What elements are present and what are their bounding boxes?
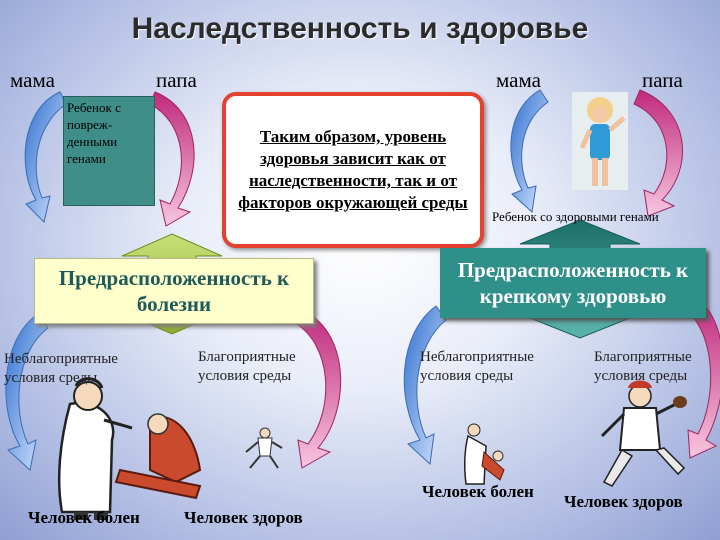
right-favorable-conditions: Благоприятные условия среды xyxy=(594,349,692,384)
baseball-player-clipart xyxy=(600,380,687,487)
disease-predisposition-banner: Предрасположенность к болезни xyxy=(34,258,314,324)
dad-label-left: папа xyxy=(156,68,197,92)
blue-curved-arrow-icon xyxy=(24,91,67,223)
left-unfavorable-conditions: Неблагоприятные условия среды xyxy=(4,351,118,386)
blue-curved-arrow-icon xyxy=(5,313,49,471)
left-favorable-conditions: Благоприятные условия среды xyxy=(198,349,296,384)
blue-curved-arrow-icon xyxy=(510,89,549,213)
left-outcome-healthy: Человек здоров xyxy=(184,508,303,527)
damaged-genes-child-box: Ребенок с повреж-денными генами xyxy=(63,96,155,206)
baseball-player-clipart xyxy=(245,427,283,469)
mom-label-right: мама xyxy=(496,68,541,92)
blue-curved-arrow-icon xyxy=(403,305,447,466)
pink-curved-arrow-icon xyxy=(633,89,683,217)
doctor-clipart xyxy=(463,423,505,485)
doctor-clipart xyxy=(57,377,202,520)
pink-curved-arrow-icon xyxy=(687,299,720,459)
page-title: Наследственность и здоровье xyxy=(131,12,589,45)
conclusion-box: Таким образом, уровень здоровья зависит … xyxy=(222,92,484,248)
healthy-genes-child-label: Ребенок со здоровыми генами xyxy=(492,209,659,224)
right-outcome-healthy: Человек здоров xyxy=(564,492,683,511)
pink-curved-arrow-icon xyxy=(149,91,195,227)
conclusion-text: Таким образом, уровень здоровья зависит … xyxy=(238,127,468,212)
dad-label-right: папа xyxy=(642,68,683,92)
right-outcome-sick: Человек болен xyxy=(422,482,534,501)
health-predisposition-label: Предрасположенность к крепкому здоровью xyxy=(457,258,689,308)
disease-predisposition-label: Предрасположенность к болезни xyxy=(58,266,290,316)
right-unfavorable-conditions: Неблагоприятные условия среды xyxy=(420,349,534,384)
health-predisposition-banner: Предрасположенность к крепкому здоровью xyxy=(440,248,706,318)
mom-label-left: мама xyxy=(10,68,55,92)
damaged-genes-child-label: Ребенок с повреж-денными генами xyxy=(67,100,121,166)
pink-curved-arrow-icon xyxy=(295,311,342,469)
girl-photo xyxy=(572,92,628,190)
left-outcome-sick: Человек болен xyxy=(28,508,140,527)
